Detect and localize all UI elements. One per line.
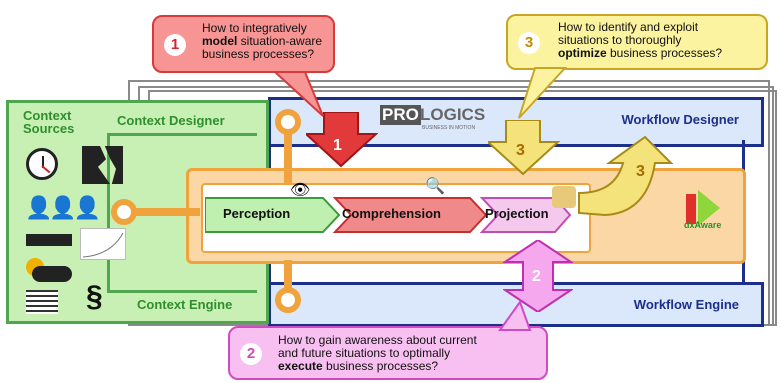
dxaware-bar-icon — [686, 194, 696, 224]
callout-model-text: How to integratively model situation-awa… — [202, 21, 323, 61]
callout-execute-badge: 2 — [240, 343, 262, 365]
callout-model-badge: 1 — [164, 34, 186, 56]
callout-model-pointer — [272, 71, 324, 117]
workflow-designer-label: Workflow Designer — [621, 112, 739, 127]
context-designer-label: Context Designer — [117, 113, 225, 128]
arrow-2-double — [503, 240, 573, 312]
dxaware-play-icon — [698, 190, 720, 226]
context-engine-label: Context Engine — [137, 297, 233, 312]
perception-arrow — [205, 197, 341, 233]
crystal-ball-icon — [552, 186, 576, 208]
stage-arrows — [205, 197, 572, 233]
logo-pro: PRO — [380, 105, 421, 125]
stage-perception: Perception — [223, 206, 291, 221]
arrow-3-down — [488, 120, 560, 176]
callout-execute-text: How to gain awareness about current and … — [278, 333, 477, 373]
stage-comprehension: Comprehension — [342, 206, 441, 221]
callout-execute: 2 How to gain awareness about current an… — [228, 326, 548, 380]
perception-eye-icon: 👁 — [290, 182, 311, 199]
callout-optimize-badge: 3 — [518, 32, 540, 54]
section-law-icon: § — [86, 280, 103, 313]
prologics-logo: PRO LOGICS BUSINESS IN MOTION — [380, 103, 492, 135]
comprehension-arrow — [332, 197, 488, 233]
arrow-1-down — [306, 112, 378, 168]
weather-icon — [26, 258, 72, 282]
magnifier-icon: 🔍 — [425, 178, 445, 195]
arrow-3-curve-label: 3 — [636, 163, 645, 180]
dxaware-logo: dxAware — [682, 188, 728, 232]
dxaware-label: dxAware — [684, 220, 722, 230]
callout-optimize-text: How to identify and exploit situations t… — [558, 20, 723, 60]
clock-icon — [26, 148, 58, 180]
workflow-engine-label: Workflow Engine — [633, 297, 739, 312]
train-icon — [26, 234, 72, 246]
chart-sensor-icon — [80, 228, 126, 260]
callout-optimize-pointer — [518, 67, 568, 119]
arrow-1-label: 1 — [333, 137, 342, 154]
arrow-3-curve — [578, 135, 674, 217]
arrow-2-label: 2 — [532, 268, 541, 285]
callout-optimize: 3 How to identify and exploit situations… — [506, 14, 768, 70]
document-icon — [26, 290, 58, 314]
orange-connectors — [111, 109, 301, 313]
arrow-3-down-label: 3 — [516, 142, 525, 159]
people-icon: 👤👤👤 — [25, 195, 101, 220]
logo-tagline: BUSINESS IN MOTION — [422, 125, 476, 131]
logo-logics: LOGICS — [420, 105, 486, 124]
context-sources-label: Context Sources — [23, 108, 75, 136]
callout-model: 1 How to integratively model situation-a… — [152, 15, 335, 73]
callout-execute-pointer — [498, 300, 532, 331]
stage-projection: Projection — [485, 206, 549, 221]
